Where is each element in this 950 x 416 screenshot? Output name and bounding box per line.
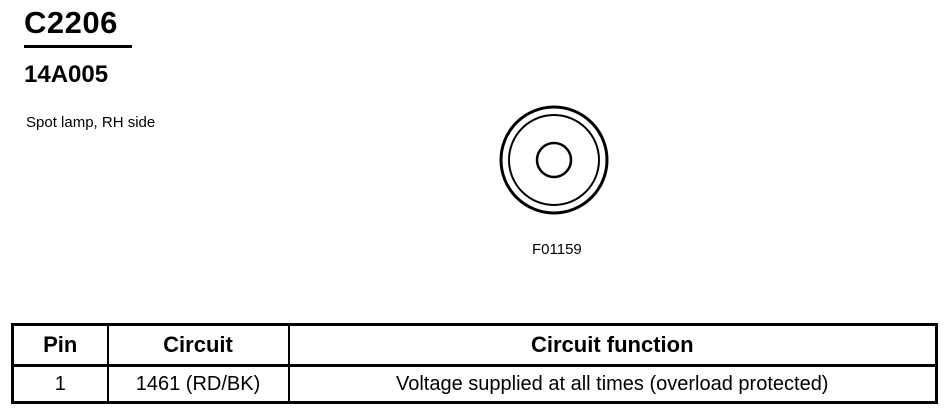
table-row: 1 1461 (RD/BK) Voltage supplied at all t… (11, 364, 938, 404)
part-number: 14A005 (24, 61, 109, 88)
pin-table-header-row: Pin Circuit Circuit function (11, 323, 938, 367)
connector-id-underline (24, 45, 132, 48)
circuit-function-column-header: Circuit function (287, 323, 938, 367)
connector-inner-ring (508, 114, 600, 206)
connector-id: C2206 (24, 5, 118, 40)
circuit-column-header: Circuit (106, 323, 290, 367)
circuit-cell: 1461 (RD/BK) (106, 364, 290, 404)
connector-description: Spot lamp, RH side (26, 114, 156, 131)
connector-pin-cavity (535, 141, 573, 179)
connector-face-drawing (499, 105, 609, 215)
connector-outer-ring (499, 105, 609, 215)
pin-table: Pin Circuit Circuit function 1 1461 (RD/… (11, 323, 938, 404)
figure-code: F01159 (532, 241, 582, 258)
pin-column-header: Pin (11, 323, 109, 367)
circuit-function-cell: Voltage supplied at all times (overload … (287, 364, 938, 404)
pin-cell: 1 (11, 364, 109, 404)
